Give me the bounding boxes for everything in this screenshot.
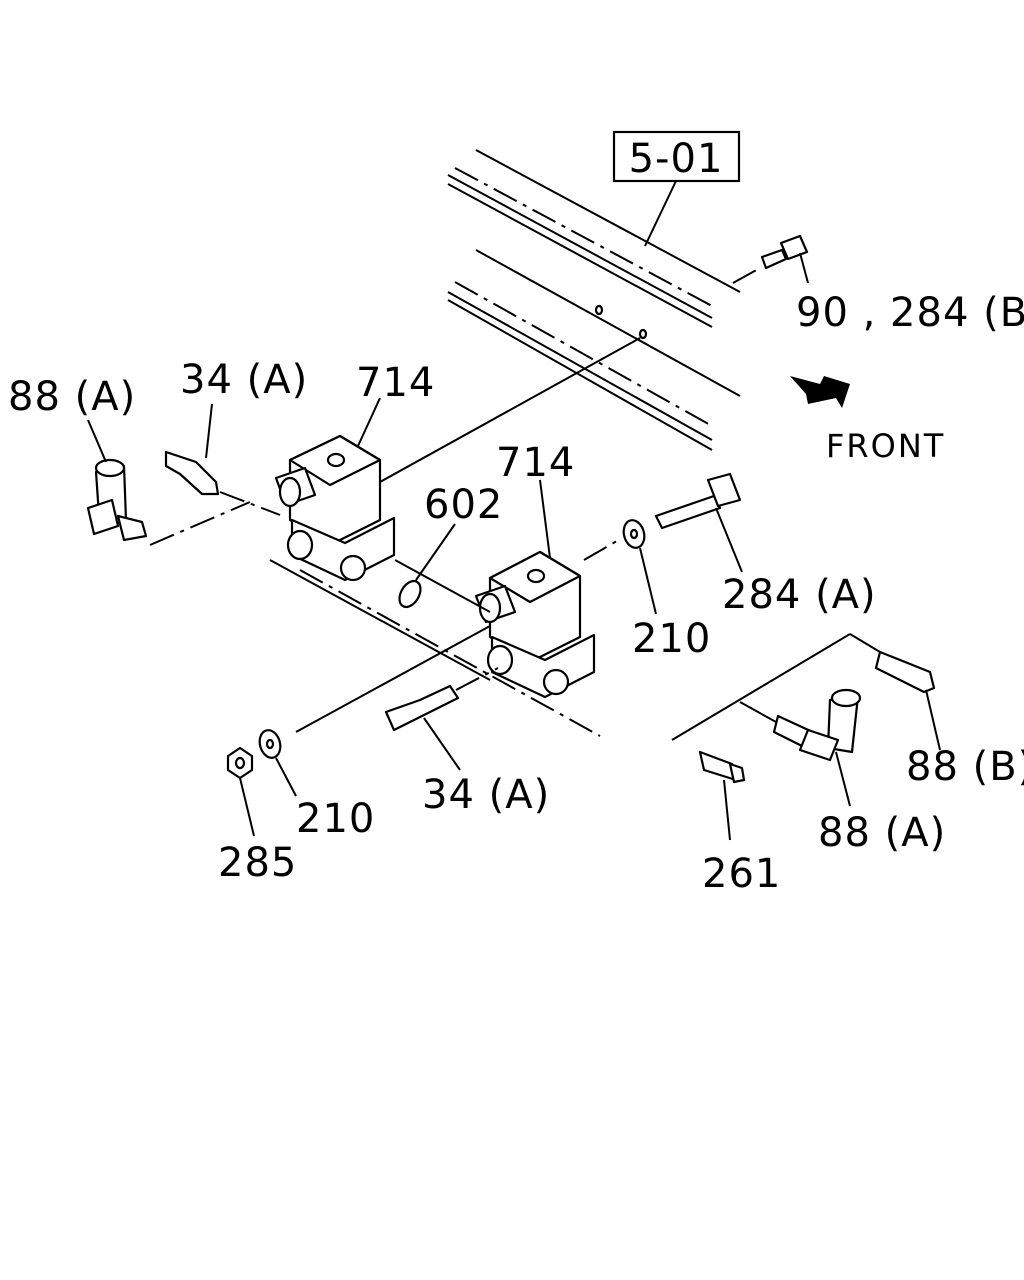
frame-rail [447, 149, 741, 451]
nut-285 [226, 746, 255, 837]
label-88a-right: 88 (A) [818, 810, 946, 856]
valve-714-upper [274, 434, 396, 582]
elbow-fitting-88a-right [772, 688, 862, 807]
label-285: 285 [218, 840, 297, 886]
label-602: 602 [424, 482, 503, 528]
label-284a: 284 (A) [722, 572, 877, 618]
reference-box: 5-01 [612, 130, 741, 247]
label-210-left: 210 [296, 796, 375, 842]
front-arrow-icon [790, 376, 850, 408]
o-ring-602 [398, 523, 456, 609]
label-34a-bottom: 34 (A) [422, 772, 550, 818]
elbow-fitting-88a-left [86, 419, 251, 546]
washer-210-left [258, 625, 491, 797]
fitting-88b [874, 650, 941, 751]
bolt-284a [654, 472, 743, 573]
front-label: FRONT [826, 427, 945, 465]
label-714-top: 714 [356, 360, 435, 406]
label-714-mid: 714 [496, 440, 575, 486]
reference-box-label: 5-01 [629, 136, 724, 182]
label-90-284b: 90 , 284 (B) [796, 290, 1024, 336]
fitting-34a-upper [164, 403, 281, 516]
washer-210-right [622, 519, 657, 615]
label-210-right: 210 [632, 616, 711, 662]
label-34a-top: 34 (A) [180, 357, 308, 403]
fitting-34a-lower [384, 667, 499, 771]
valve-714-lower [474, 550, 596, 699]
bolt-90-284b [732, 234, 809, 284]
plug-261 [698, 750, 746, 841]
label-261: 261 [702, 851, 781, 897]
label-88a-left: 88 (A) [8, 374, 136, 420]
label-88b: 88 (B) [906, 744, 1024, 790]
